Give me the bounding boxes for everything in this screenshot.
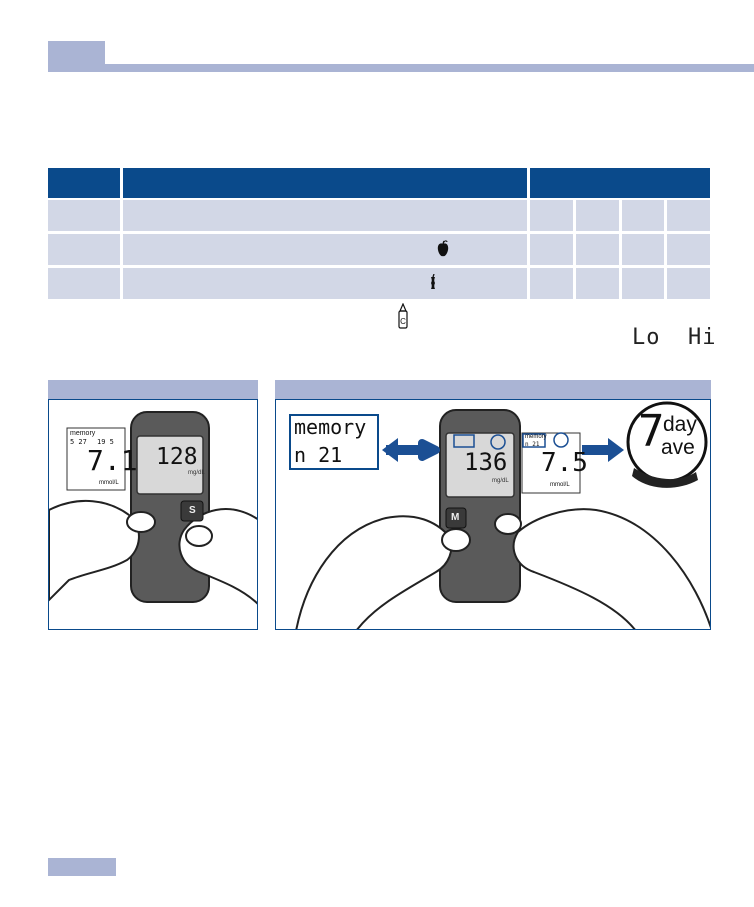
left-illustration: 128 mg/dL S memory 5 27 19 5 7.1 mmol/L bbox=[48, 399, 258, 630]
right-detail-count: n 21 bbox=[525, 441, 540, 448]
right-detail-label: memory bbox=[525, 434, 547, 440]
memory-callout-count: n 21 bbox=[294, 443, 343, 467]
left-meter-unit: mg/dL bbox=[188, 470, 205, 476]
control-solution-bottle-icon: C bbox=[398, 303, 408, 329]
right-panel-header bbox=[275, 380, 711, 399]
table-row-1-cell-5 bbox=[622, 200, 664, 231]
left-panel-header bbox=[48, 380, 258, 399]
left-detail-date: 5 27 bbox=[70, 438, 87, 446]
table-row-3-cell-1 bbox=[48, 268, 120, 299]
table-row-3-cell-5 bbox=[622, 268, 664, 299]
table-row-3-cell-4 bbox=[576, 268, 619, 299]
memory-callout-word: memory bbox=[294, 415, 367, 439]
left-meter-s-button: S bbox=[189, 505, 196, 516]
svg-text:C: C bbox=[400, 317, 406, 326]
seven-day-ave-word: ave bbox=[661, 436, 695, 459]
table-header-col-3 bbox=[530, 168, 710, 198]
left-detail-label: memory bbox=[70, 430, 96, 437]
memory-callout-box: memory n 21 bbox=[289, 414, 379, 470]
meter-in-hands-illustration bbox=[49, 411, 257, 605]
table-row-1-cell-6 bbox=[667, 200, 710, 231]
right-meter-unit: mg/dL bbox=[492, 478, 509, 484]
right-detail-value: 7.5 bbox=[541, 448, 588, 478]
seven-day-word: day bbox=[663, 413, 697, 436]
page-footer-tab bbox=[48, 858, 116, 876]
right-detail-unit: mmol/L bbox=[550, 482, 570, 488]
table-row-2-cell-2 bbox=[123, 234, 527, 265]
right-meter-reading: 136 bbox=[464, 448, 508, 476]
left-detail-time: 19 5 bbox=[97, 438, 114, 446]
left-meter-reading: 128 bbox=[156, 444, 198, 470]
table-row-3-cell-6 bbox=[667, 268, 710, 299]
table-row-2-cell-1 bbox=[48, 234, 120, 265]
table-row-2-cell-4 bbox=[576, 234, 619, 265]
left-detail-unit: mmol/L bbox=[99, 480, 119, 486]
table-row-1-cell-3 bbox=[530, 200, 573, 231]
table-header-col-2 bbox=[123, 168, 527, 198]
section-header-bar bbox=[48, 64, 754, 72]
table-row-1-cell-1 bbox=[48, 200, 120, 231]
table-row-2-cell-6 bbox=[667, 234, 710, 265]
hi-symbol: Hi bbox=[688, 325, 717, 350]
table-row-2-cell-5 bbox=[622, 234, 664, 265]
table-row-1-cell-4 bbox=[576, 200, 619, 231]
table-row-2-cell-3 bbox=[530, 234, 573, 265]
table-header-col-1 bbox=[48, 168, 120, 198]
meter-memory-illustration bbox=[295, 401, 710, 629]
seven-day-value: 7 bbox=[638, 406, 665, 457]
right-illustration: memory n 21 136 mg/dL M memory n 21 7.5 … bbox=[275, 399, 711, 630]
table-row-3-cell-3 bbox=[530, 268, 573, 299]
left-detail-value: 7.1 bbox=[87, 444, 138, 477]
table-row-3-cell-2 bbox=[123, 268, 527, 299]
after-meal-apple-core-icon bbox=[431, 274, 435, 289]
before-meal-apple-icon bbox=[437, 240, 449, 257]
table-row-1-cell-2 bbox=[123, 200, 527, 231]
lo-symbol: Lo bbox=[632, 325, 661, 350]
right-meter-m-button: M bbox=[451, 512, 460, 523]
